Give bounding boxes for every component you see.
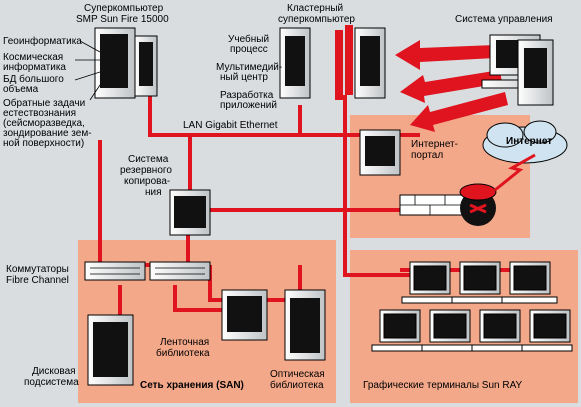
fc-switch-2 — [149, 261, 211, 281]
label-optical-1: Оптическая — [270, 369, 325, 380]
lightning-link — [494, 153, 536, 192]
sunray-terminals — [371, 261, 573, 352]
label-edu-1: Учебный — [228, 33, 269, 45]
control-arrows — [395, 40, 508, 132]
disk-subsystem — [87, 314, 134, 386]
label-inverse-2: естествознания — [3, 108, 76, 119]
terminal — [521, 309, 573, 352]
label-tape-2: библиотека — [156, 347, 210, 359]
label-mm-2: ный центр — [220, 72, 268, 83]
label-space-2: информатика — [3, 61, 66, 73]
tape-library — [221, 289, 268, 341]
label-backup-1: Система — [128, 154, 169, 165]
label-bigdata-1: БД большого — [3, 73, 64, 85]
label-fc-1: Коммутаторы — [6, 264, 69, 275]
label-inverse-1: Обратные задачи — [3, 97, 85, 109]
router-icon — [459, 183, 497, 226]
internet-cloud-icon — [482, 120, 568, 164]
terminal — [471, 309, 528, 352]
label-portal-2: портал — [411, 150, 443, 161]
smp-title-2: SMP Sun Fire 15000 — [76, 14, 169, 25]
firewall-icon — [399, 194, 466, 216]
terminal — [451, 261, 508, 304]
smp-supercomputer — [94, 27, 158, 99]
label-disk-1: Дисковая — [32, 366, 76, 377]
internet-portal-server — [359, 129, 401, 176]
label-backup-4: ния — [145, 187, 162, 198]
label-dev-2: приложений — [220, 100, 277, 111]
terminal — [401, 261, 458, 304]
label-san: Сеть хранения (SAN) — [140, 380, 244, 391]
label-disk-2: подсистема — [24, 377, 79, 388]
label-bigdata-2: объема — [3, 83, 39, 95]
label-space-1: Космическая — [3, 52, 63, 63]
label-tape-1: Ленточная — [160, 337, 209, 348]
label-control-system: Система управления — [455, 14, 553, 25]
label-dev-1: Разработка — [220, 89, 274, 101]
label-backup-3: копирова- — [124, 176, 170, 187]
label-lan: LAN Gigabit Ethernet — [183, 120, 278, 131]
label-optical-2: библиотека — [270, 379, 324, 391]
smp-pointers — [74, 40, 101, 101]
label-inverse-4: зондирование зем- — [3, 128, 92, 139]
label-backup-2: резервного — [120, 165, 172, 176]
label-mm-1: Мультимедий- — [216, 62, 282, 73]
cluster-title-2: суперкомпьютер — [278, 14, 355, 25]
label-inverse-3: (сейсморазведка, — [3, 118, 85, 129]
fc-switch-1 — [84, 261, 146, 281]
label-geoinformatics: Геоинформатика — [3, 35, 82, 47]
labels: Суперкомпьютер SMP Sun Fire 15000 Геоинф… — [3, 3, 553, 391]
control-workstation — [481, 34, 554, 106]
cluster-title-1: Кластерный — [287, 3, 343, 14]
label-inverse-5: ной поверхности) — [3, 138, 84, 149]
label-portal-1: Интернет- — [411, 139, 458, 150]
terminal — [501, 261, 558, 304]
label-internet: Интернет — [506, 136, 552, 147]
label-terminals: Графические терминалы Sun RAY — [363, 379, 523, 391]
label-fc-2: Fibre Channel — [6, 275, 69, 286]
backup-system — [169, 189, 211, 236]
label-edu-2: процесс — [230, 44, 268, 55]
terminal — [421, 309, 478, 352]
optical-library — [284, 289, 326, 361]
smp-title-1: Суперкомпьютер — [84, 3, 164, 14]
cluster-supercomputer — [279, 25, 386, 100]
terminal — [371, 309, 428, 352]
